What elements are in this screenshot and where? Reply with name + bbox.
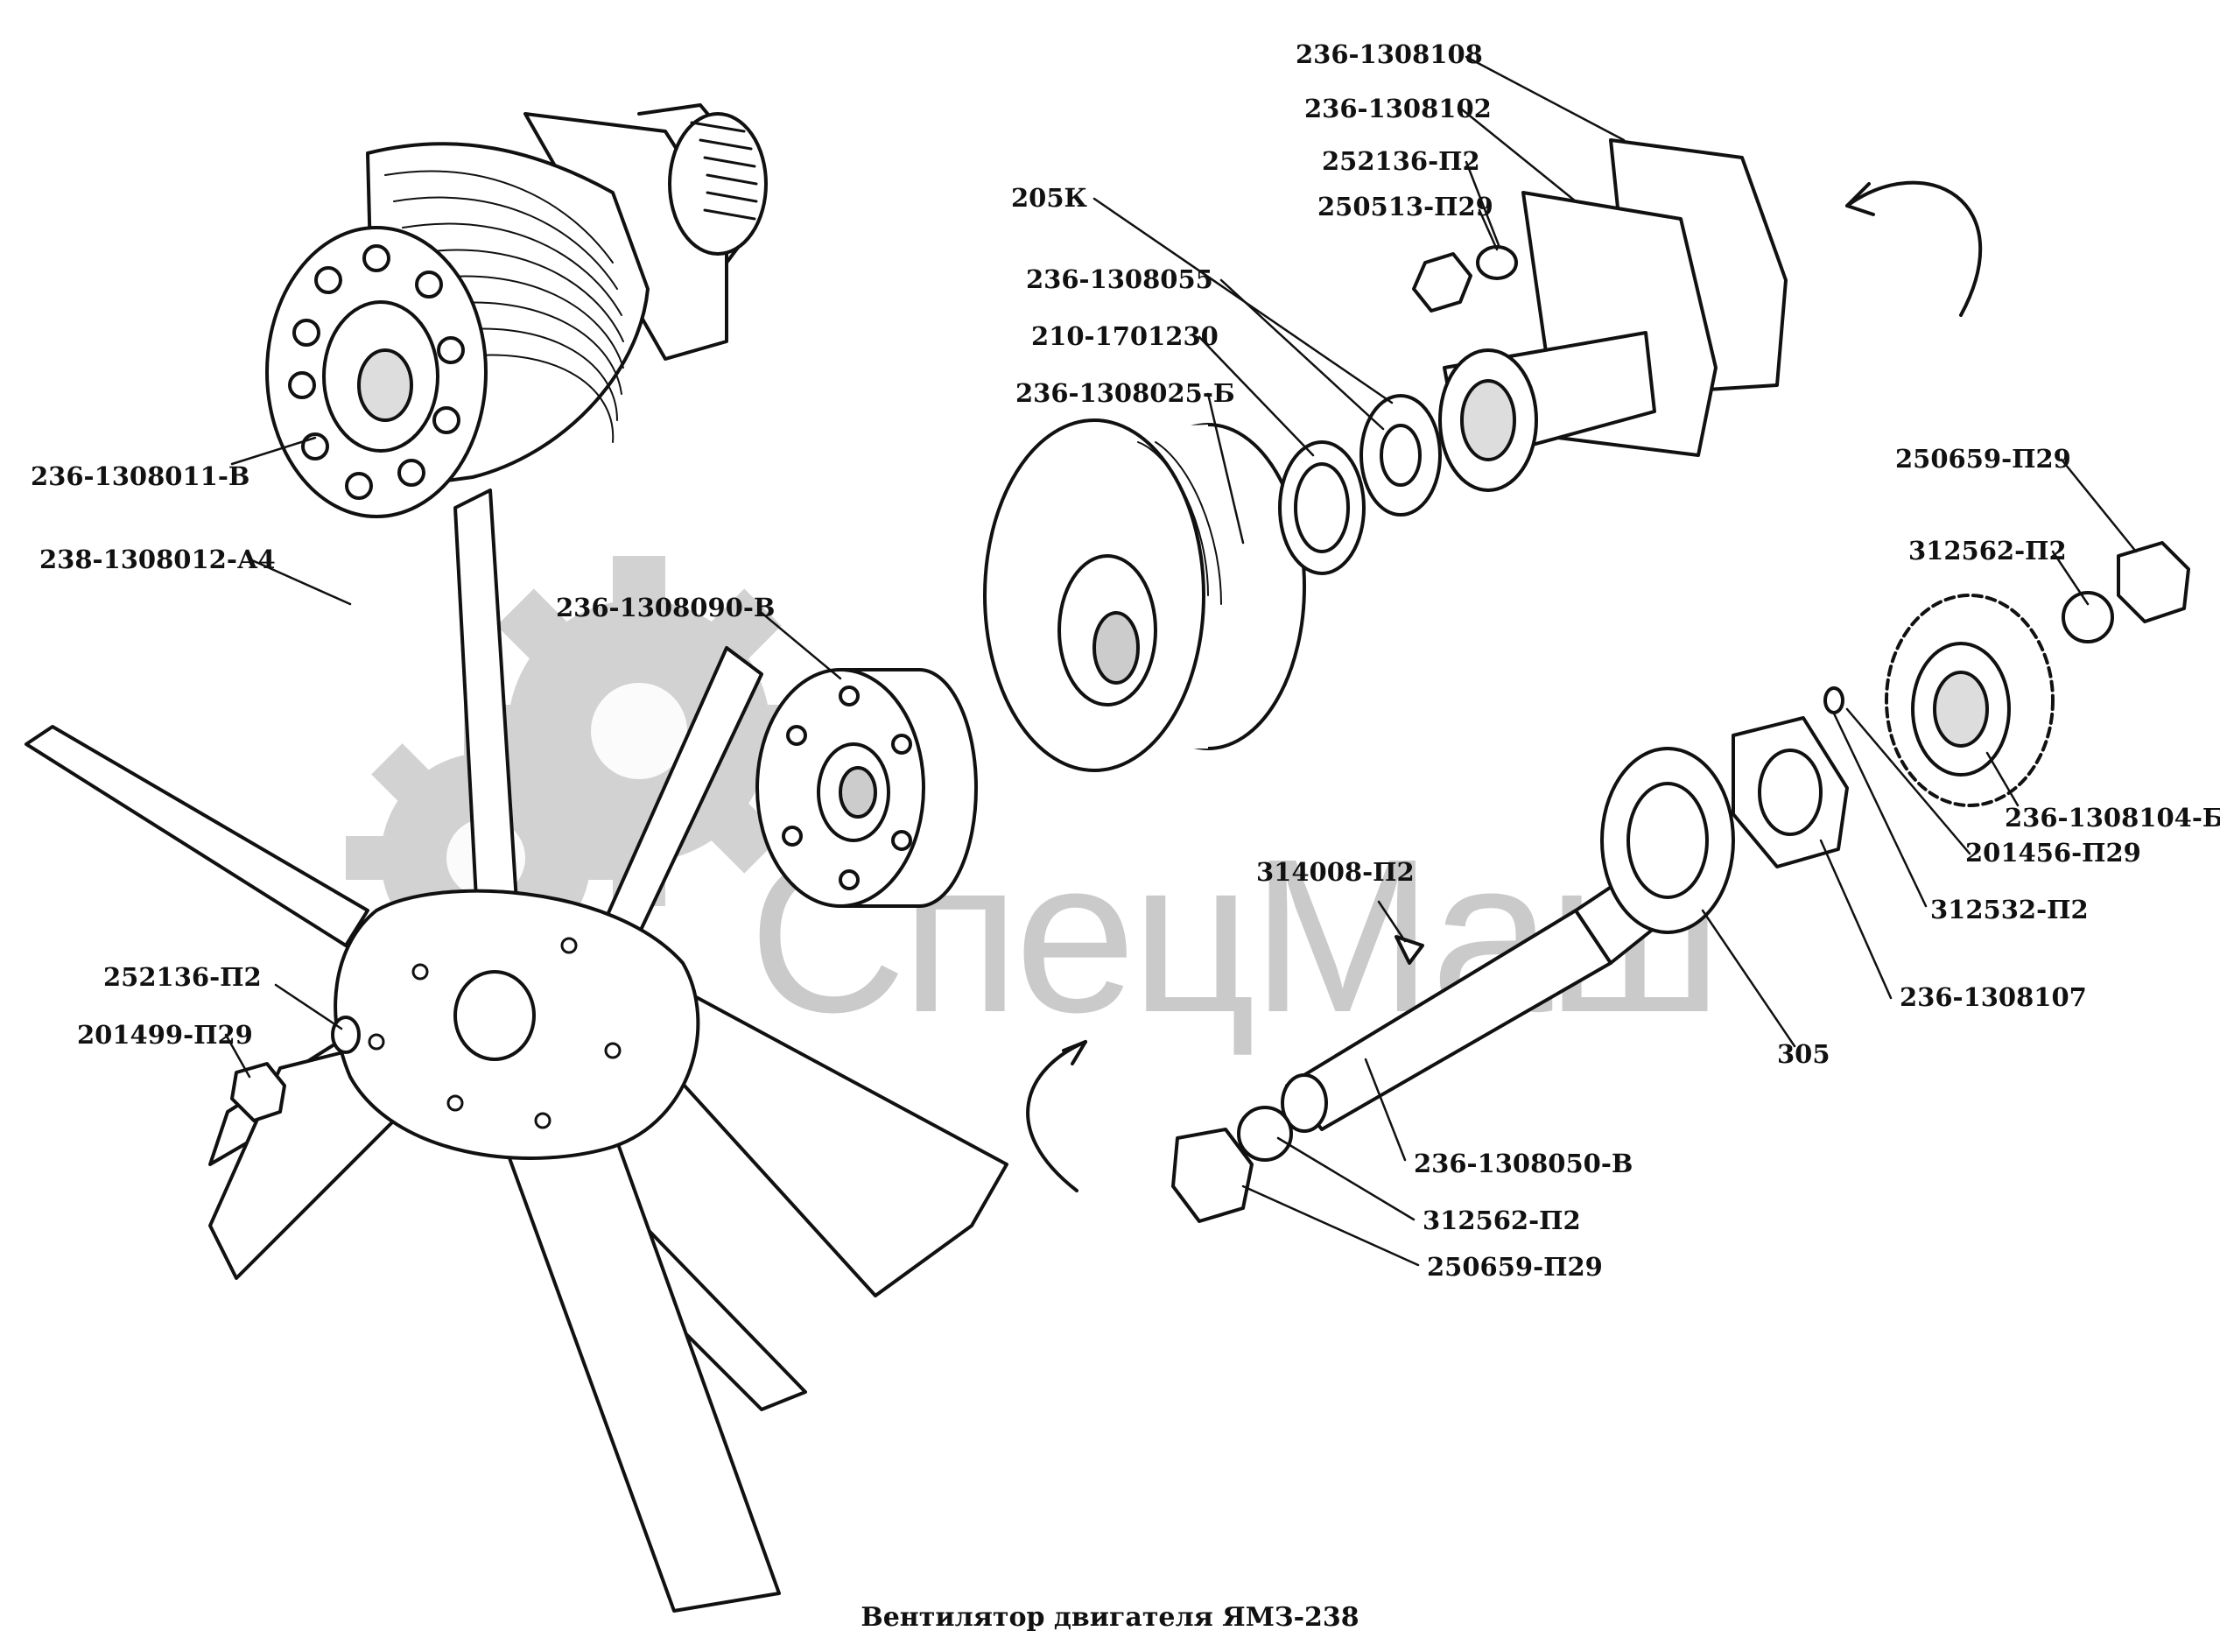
rotation-arrow-top-head (1845, 182, 1875, 216)
part-label-305: 305 (1777, 1039, 1830, 1069)
key-314008 (1395, 935, 1424, 965)
flange (1732, 716, 1849, 868)
nut-top (1412, 252, 1472, 313)
fan-assembly (25, 489, 1008, 1613)
part-label-236-1308090-v: 236-1308090-В (556, 593, 776, 622)
bolt-201499 (230, 1062, 286, 1122)
part-label-236-1308011-v: 236-1308011-В (31, 461, 250, 491)
part-label-250659-p29-bottom: 250659-П29 (1427, 1252, 1603, 1282)
lock-washer-bottom (1237, 1106, 1293, 1162)
part-label-238-1308012-a4: 238-1308012-А4 (39, 545, 276, 574)
rotation-arrow-bottom (1026, 1040, 1087, 1192)
leader-lines (224, 55, 2138, 1267)
pulley (983, 418, 1306, 772)
washer-left (331, 1016, 361, 1054)
gear (1885, 594, 2055, 807)
part-label-236-1308104-b: 236-1308104-Б (2005, 803, 2220, 833)
part-label-314008-p2: 314008-П2 (1256, 857, 1415, 887)
part-label-236-1308050-v: 236-1308050-В (1414, 1149, 1633, 1178)
part-label-236-1308102: 236-1308102 (1304, 94, 1492, 123)
ring-210-1701230 (1278, 440, 1366, 575)
bearing-305 (1600, 747, 1735, 934)
part-label-201456-p29: 201456-П29 (1965, 838, 2141, 868)
part-label-252136-p2-top: 252136-П2 (1322, 146, 1480, 176)
bearing-205K (1359, 394, 1442, 517)
part-label-312562-p2-bottom: 312562-П2 (1423, 1206, 1581, 1235)
part-label-210-1701230: 210-1701230 (1031, 321, 1219, 351)
part-label-312532-p2: 312532-П2 (1930, 895, 2089, 924)
shaft (1281, 874, 1656, 1133)
nut-right (2117, 541, 2190, 623)
rotation-arrow-bottom-head (1062, 1040, 1087, 1065)
part-label-236-1308108: 236-1308108 (1296, 39, 1483, 69)
diagram-title: Вентилятор двигателя ЯМЗ-238 (861, 1602, 1359, 1633)
washer-top (1476, 245, 1518, 280)
housing (1438, 138, 1788, 492)
part-label-250659-p29-top: 250659-П29 (1895, 444, 2071, 474)
washer-small (1823, 686, 1844, 714)
part-label-252136-p2-left: 252136-П2 (103, 962, 262, 992)
nut-bottom (1171, 1128, 1254, 1223)
part-label-201499-p29: 201499-П29 (77, 1020, 253, 1050)
lock-washer-top (2062, 591, 2114, 643)
part-label-250513-p29: 250513-П29 (1317, 192, 1493, 221)
rotation-arrow-top (1845, 180, 1982, 317)
part-label-236-1308107: 236-1308107 (1900, 982, 2087, 1012)
part-label-312562-p2-top: 312562-П2 (1908, 536, 2067, 566)
fan-hub (755, 668, 978, 908)
pulley-assembly (265, 103, 768, 518)
part-label-236-1308025-b: 236-1308025-Б (1015, 378, 1235, 408)
part-label-205k: 205К (1011, 183, 1087, 213)
part-label-236-1308055: 236-1308055 (1026, 264, 1213, 294)
